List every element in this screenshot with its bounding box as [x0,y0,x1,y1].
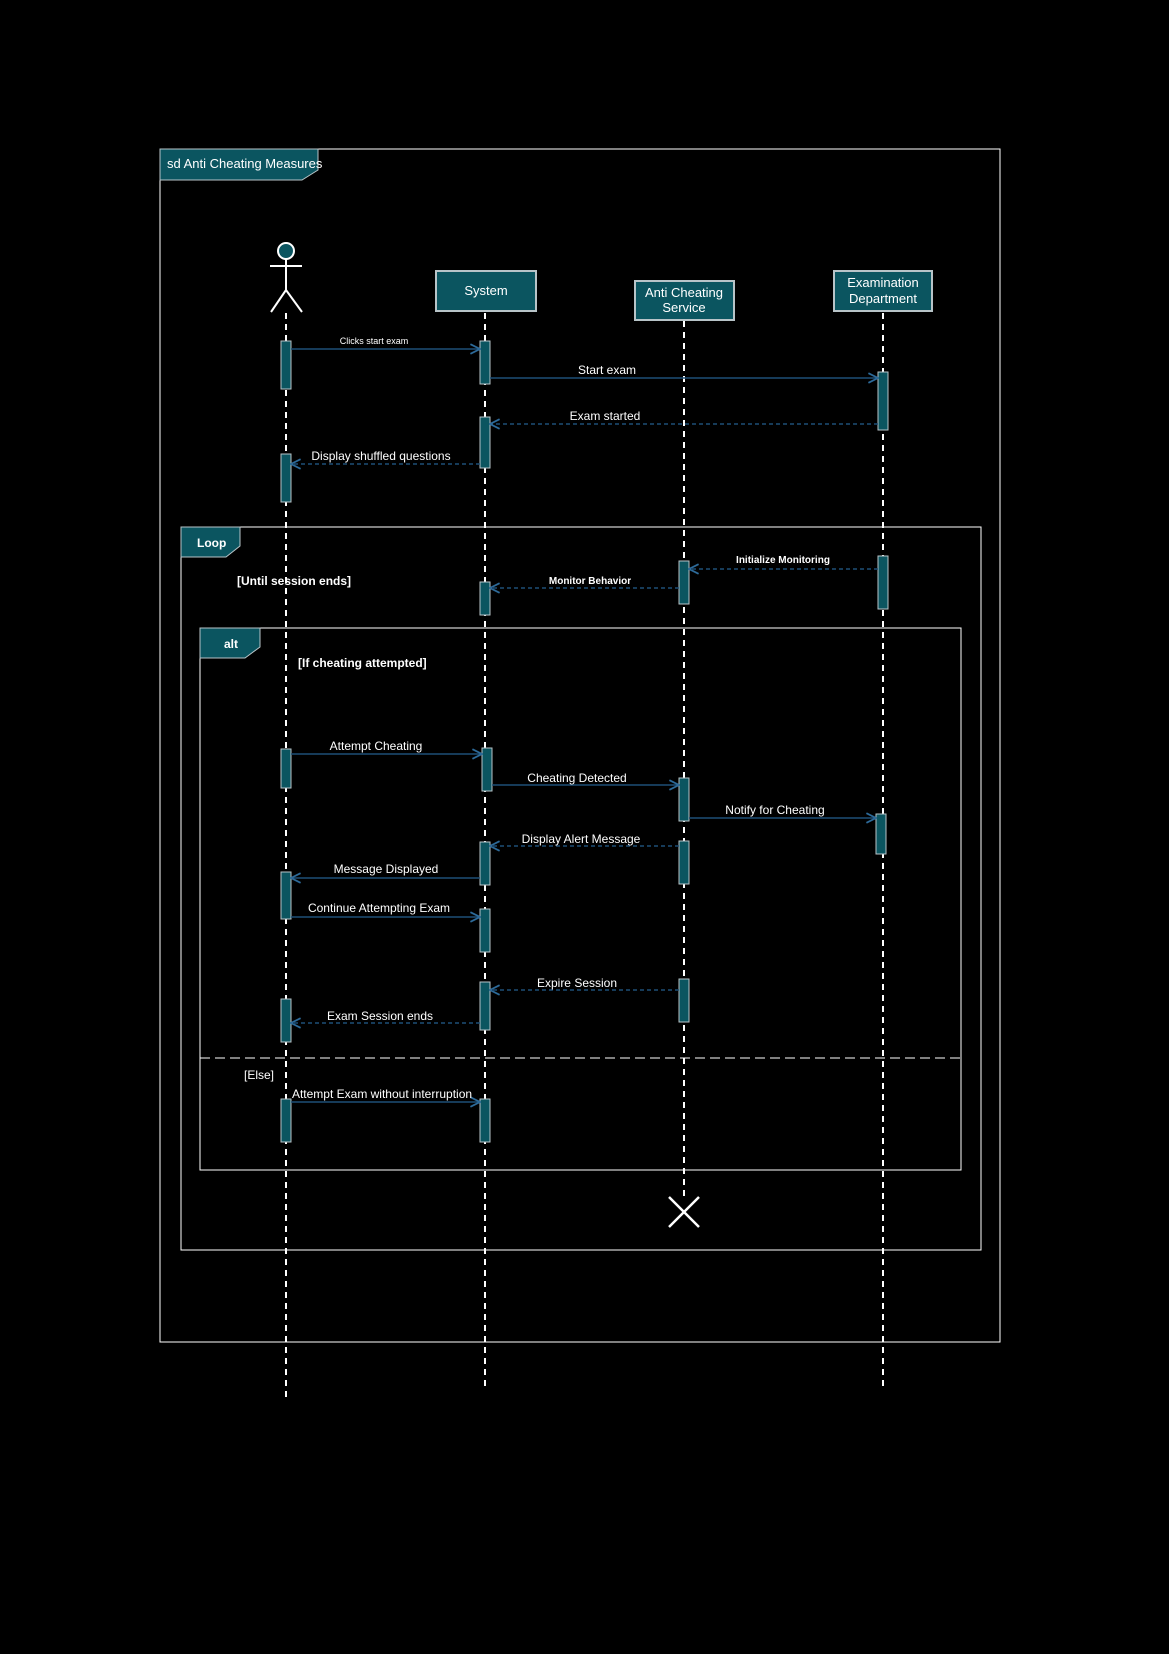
activation-actor [280,1098,292,1143]
message: Start exam [490,363,878,378]
alt-label: alt [224,637,238,651]
message-label: Monitor Behavior [549,576,631,587]
participant-anti-cheating-service: Anti Cheating Service [634,280,735,321]
message-label: Initialize Monitoring [736,555,830,566]
message: Continue Attempting Exam [291,901,480,917]
activation-actor [280,453,292,503]
message: Expire Session [490,976,679,990]
destroy-marker-icon [668,1196,700,1228]
message: Clicks start exam [291,336,480,349]
message: Exam started [490,409,878,424]
activation-examination-department [877,555,889,610]
activation-actor [280,340,292,390]
message: Display shuffled questions [291,449,480,464]
message-label: Message Displayed [334,862,439,876]
message: Cheating Detected [492,771,679,785]
activation-anti-cheating-service [678,840,690,885]
participant-system-label: System [464,283,507,298]
message-label: Start exam [578,363,636,377]
activation-system [479,908,491,953]
message: Message Displayed [291,862,480,878]
message-label: Exam started [570,409,641,423]
message-label: Display shuffled questions [311,449,450,463]
alt-fragment: alt [If cheating attempted] [Else] [199,627,962,1171]
activation-anti-cheating-service [678,978,690,1023]
message: Exam Session ends [291,1009,480,1023]
activation-system [479,841,491,886]
activation-actor [280,871,292,920]
actor-icon [270,242,303,313]
message-label: Attempt Exam without interruption [292,1087,472,1101]
loop-label: Loop [197,536,226,550]
frame-title: sd Anti Cheating Measures [167,156,323,171]
message-label: Notify for Cheating [725,803,824,817]
message-label: Clicks start exam [340,336,409,346]
else-guard: [Else] [244,1068,274,1082]
participant-anti-cheating-label-1: Anti Cheating [645,285,723,300]
message: Attempt Cheating [291,739,482,754]
participant-examination-label-1: Examination [847,275,919,290]
activation-examination-department [877,371,889,431]
messages: Clicks start exam Start exam Exam starte… [291,336,878,1102]
activation-actor [280,998,292,1043]
message: Initialize Monitoring [689,555,878,569]
activation-bars [280,340,889,1143]
activation-system [479,1098,491,1143]
activation-examination-department [875,813,887,855]
participant-examination-department: Examination Department [833,270,933,312]
activation-anti-cheating-service [678,560,690,605]
message: Attempt Exam without interruption [291,1087,480,1102]
message: Display Alert Message [490,832,679,846]
activation-system [479,416,491,469]
message: Monitor Behavior [490,576,679,588]
sd-frame: sd Anti Cheating Measures [159,148,1001,1343]
participant-actor [270,242,303,313]
lifelines [285,313,884,1398]
message-label: Display Alert Message [522,832,641,846]
loop-guard: [Until session ends] [237,574,351,588]
message-label: Continue Attempting Exam [308,901,450,915]
message-label: Attempt Cheating [330,739,423,753]
activation-system [479,581,491,616]
message: Notify for Cheating [689,803,876,818]
activation-system [481,747,493,792]
participant-anti-cheating-label-2: Service [662,300,705,315]
activation-actor [280,748,292,789]
activation-system [479,981,491,1031]
alt-guard: [If cheating attempted] [298,656,427,670]
activation-anti-cheating-service [678,777,690,822]
message-label: Cheating Detected [527,771,626,785]
activation-system [479,340,491,385]
participant-system: System [435,270,537,312]
participant-examination-label-2: Department [849,291,917,306]
message-label: Expire Session [537,976,617,990]
loop-fragment: Loop [Until session ends] [180,526,982,1251]
message-label: Exam Session ends [327,1009,433,1023]
